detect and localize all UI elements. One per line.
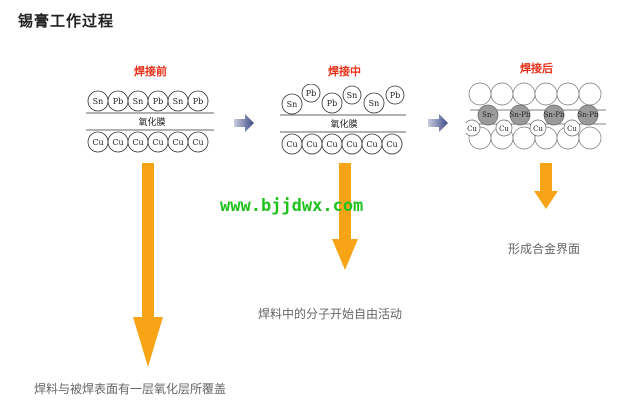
cu-atom-label: Cu [112, 138, 123, 147]
cu-atom-label: Cu [386, 140, 397, 149]
cu-atom-label: Cu [132, 138, 143, 147]
caption-during: 焊料中的分子开始自由活动 [258, 307, 403, 321]
solder-atom-label: Sn [347, 91, 358, 100]
cu-atom-label: Cu [533, 125, 543, 133]
cu-atom-label: Cu [286, 140, 297, 149]
cu-atom-label: Cu [467, 125, 477, 133]
cu-atom-label: Cu [326, 140, 337, 149]
solder-atom-label: Pb [153, 97, 164, 106]
cu-atom-label: Cu [172, 138, 183, 147]
process-arrow-icon [428, 114, 448, 132]
solder-atom-label: Pb [390, 91, 401, 100]
diagram-before-soldering: Sn Pb Sn Pb Sn Pb 氧化膜 Cu Cu Cu Cu Cu Cu [86, 90, 214, 153]
watermark-text: www.bjjdwx.com [220, 196, 364, 216]
diagram-after-soldering: Sn- Sn-Pb Sn-Pb Sn-Pb Cu Cu Cu Cu [466, 82, 606, 150]
solder-atom-label: Pb [306, 89, 317, 98]
stage-title-before: 焊接前 [134, 65, 167, 78]
solder-atom-label: Pb [193, 97, 204, 106]
process-arrow-icon [234, 114, 254, 132]
cu-atom-label: Cu [92, 138, 103, 147]
stage-title-after: 焊接后 [520, 62, 553, 75]
solder-atom-label: Sn [369, 99, 380, 108]
alloy-atom-label: Sn-Pb [578, 111, 599, 119]
cu-atom-label: Cu [306, 140, 317, 149]
diagram-during-soldering: Sn Pb Pb Sn Sn Pb 氧化膜 Cu Cu Cu Cu Cu Cu [280, 84, 406, 155]
solder-atom-label: Sn [93, 97, 104, 106]
cu-atom-label: Cu [366, 140, 377, 149]
down-arrow-icon [534, 163, 558, 209]
solder-atom-label: Pb [327, 99, 338, 108]
solder-atom-label: Sn [133, 97, 144, 106]
solder-atom-label: Sn [173, 97, 184, 106]
alloy-atom-label: Sn-Pb [544, 111, 565, 119]
cu-atom-label: Cu [567, 125, 577, 133]
cu-atom-label: Cu [346, 140, 357, 149]
cu-atom-label: Cu [499, 125, 509, 133]
down-arrow-icon [133, 163, 163, 367]
cu-atom-label: Cu [192, 138, 203, 147]
solder-atom-label: Sn [287, 100, 298, 109]
down-arrow-icon [332, 163, 358, 270]
oxide-film-label: 氧化膜 [330, 118, 357, 130]
cu-atom-label: Cu [152, 138, 163, 147]
caption-before: 焊料与被焊表面有一层氧化层所覆盖 [34, 382, 227, 396]
stage-title-during: 焊接中 [328, 65, 361, 78]
alloy-atom-label: Sn-Pb [510, 111, 531, 119]
caption-after: 形成合金界面 [508, 242, 581, 256]
oxide-film-label: 氧化膜 [138, 116, 165, 128]
solder-atom-label: Pb [113, 97, 124, 106]
alloy-atom-label: Sn- [482, 111, 494, 119]
page-title: 锡膏工作过程 [18, 12, 115, 30]
